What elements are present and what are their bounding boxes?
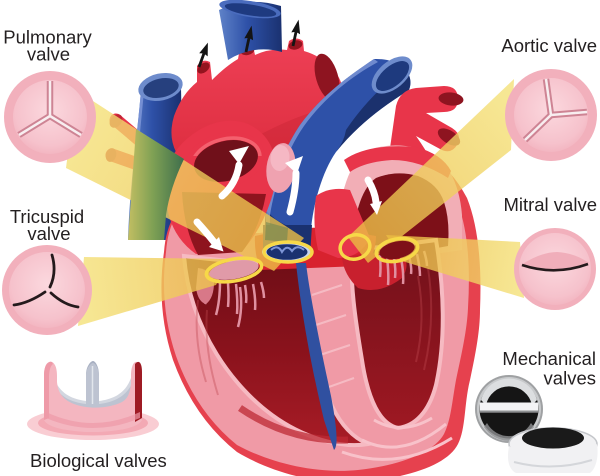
svg-text:valve: valve xyxy=(27,223,70,244)
svg-text:Aortic valve: Aortic valve xyxy=(501,35,597,56)
svg-text:Biological valves: Biological valves xyxy=(30,450,167,471)
svg-text:valves: valves xyxy=(544,368,596,389)
svg-text:valve: valve xyxy=(27,44,70,65)
svg-text:Mechanical: Mechanical xyxy=(502,348,596,369)
svg-text:Tricuspid: Tricuspid xyxy=(10,206,84,227)
svg-text:Mitral valve: Mitral valve xyxy=(503,194,597,215)
svg-text:Pulmonary: Pulmonary xyxy=(3,27,92,48)
